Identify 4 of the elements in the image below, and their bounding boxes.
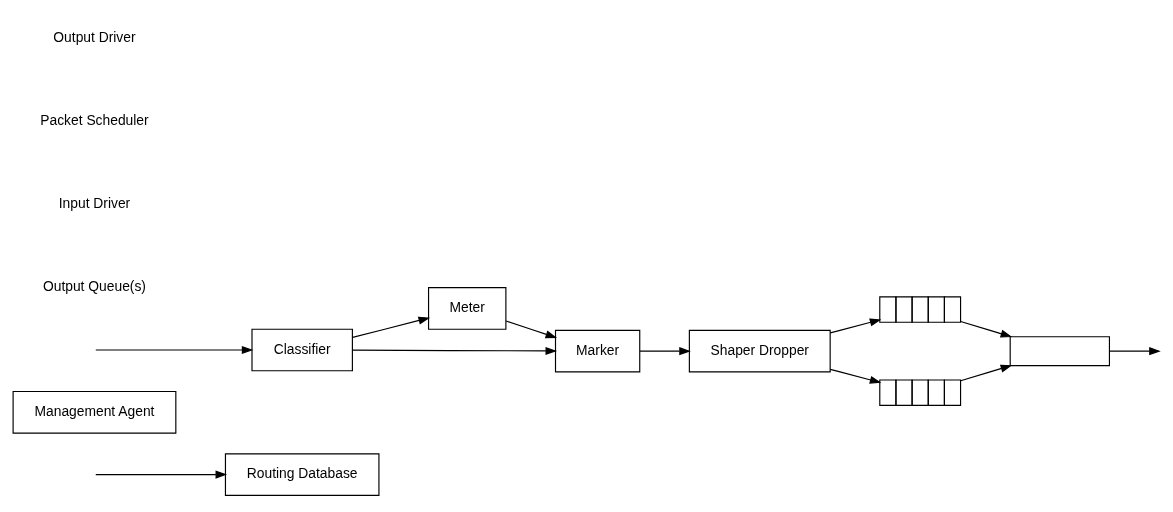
label: Packet Scheduler [40, 111, 149, 128]
label: Input Driver [58, 194, 131, 211]
label: Output Driver [53, 28, 136, 45]
label: Output Queue(s) [42, 277, 146, 294]
